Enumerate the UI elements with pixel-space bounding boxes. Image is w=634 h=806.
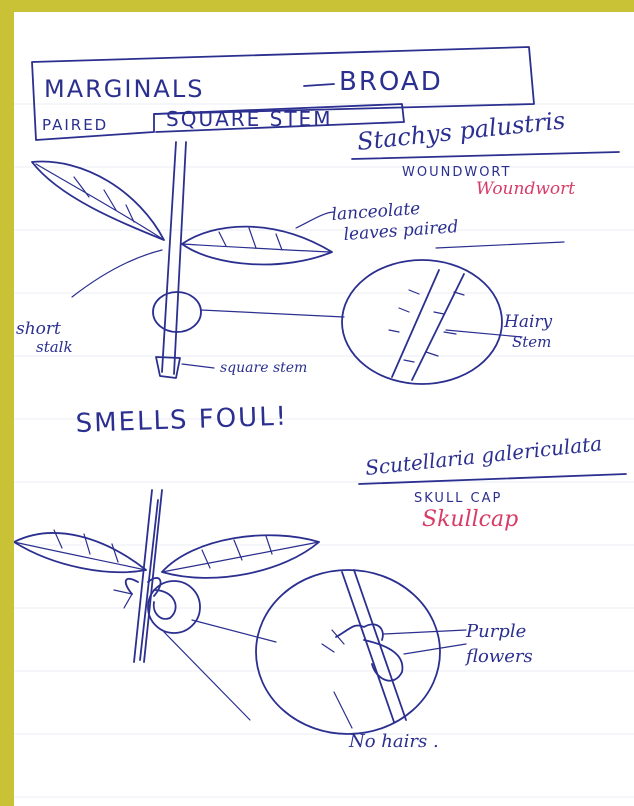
plant2-label-no-hairs: No hairs . <box>348 731 439 752</box>
plant2-common-caps: SKULL CAP <box>414 491 502 506</box>
plant1-common-caps: WOUNDWORT <box>402 165 511 180</box>
header-leaf-arrangement: PAIRED <box>42 116 108 134</box>
notebook-page: MARGINALS BROAD PAIRED SQUARE STEM Stach… <box>14 12 634 806</box>
plant1-label-stem: square stem <box>220 360 307 376</box>
plant1-leaves-underline <box>436 242 564 248</box>
plant1-note: SMELLS FOUL! <box>75 402 288 439</box>
plant1-name-underline <box>352 152 619 159</box>
plant2-label-flowers-1: Purple <box>465 621 526 642</box>
plant1-common-red: Woundwort <box>476 179 575 199</box>
plant2-latin-name: Scutellaria galericulata <box>364 431 603 480</box>
header-stem-type: SQUARE STEM <box>166 107 332 131</box>
plant2-drawing <box>14 490 466 734</box>
sketch-canvas: MARGINALS BROAD PAIRED SQUARE STEM Stach… <box>14 12 634 806</box>
plant1-label-hairy-1: Hairy <box>503 312 553 332</box>
header-category: MARGINALS <box>44 75 204 103</box>
plant1-label-hairy-2: Stem <box>512 333 551 351</box>
plant1-label-stalk-2: stalk <box>36 338 73 356</box>
header-dash <box>304 84 334 86</box>
header-size: BROAD <box>339 67 443 97</box>
plant2-label-flowers-2: flowers <box>464 646 533 667</box>
plant1-label-stalk-1: short <box>16 319 61 339</box>
plant2-common-red: Skullcap <box>422 507 518 532</box>
plant1-latin-name: Stachys palustris <box>356 106 567 156</box>
